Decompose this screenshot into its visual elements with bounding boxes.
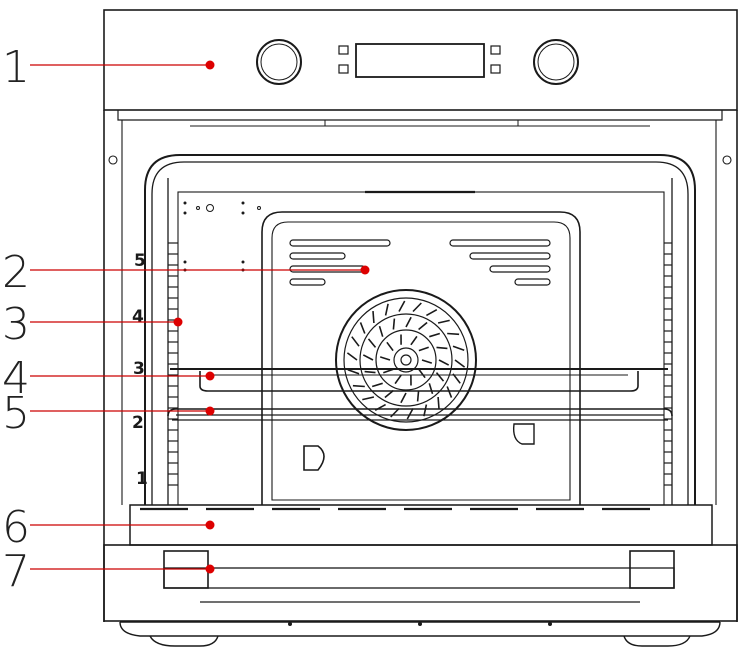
fan-slot (438, 359, 450, 366)
fan-slot (392, 318, 396, 330)
fan-slot (378, 325, 384, 337)
fan-slot (418, 346, 429, 352)
convection-fan (335, 289, 477, 431)
fan-slot (359, 322, 366, 334)
callout-2: 2 (2, 247, 370, 298)
fan-slot (412, 302, 422, 313)
callout-4: 4 (2, 353, 215, 404)
fan-slot (405, 316, 412, 328)
display-button-tr (490, 45, 501, 55)
shelf-level-5: 5 (134, 251, 146, 271)
hinge-left (108, 155, 118, 165)
fan-slot (429, 332, 441, 338)
mounting-holes (196, 204, 261, 212)
fan-slot (418, 321, 428, 331)
fan-slot (394, 374, 402, 385)
fan-slot (347, 368, 360, 375)
fan-slot (352, 384, 365, 388)
vent-slots (289, 239, 551, 286)
oven-outline (103, 9, 738, 647)
fan-slot (435, 372, 445, 382)
fan-slot (372, 311, 375, 324)
callout-5: 5 (2, 388, 215, 439)
fan-slot (367, 338, 377, 348)
display-button-br (490, 64, 501, 74)
callout-7: 7 (2, 546, 215, 597)
handle-end-right (629, 550, 675, 589)
cavity-frame-inner (151, 161, 689, 505)
fan-slot (364, 370, 376, 374)
shelf-level-4: 4 (132, 307, 144, 327)
shelf-level-3: 3 (133, 359, 145, 379)
callout-number-6: 6 (2, 502, 30, 553)
left-control-knob-inner (260, 43, 298, 81)
right-control-knob-inner (537, 43, 575, 81)
shelf-level-2: 2 (132, 413, 144, 433)
display-button-tl (338, 45, 349, 55)
fan-slots (346, 300, 466, 420)
left-control-knob (256, 39, 302, 85)
fan-slot (423, 404, 428, 417)
fan-slot (416, 390, 420, 402)
fan-slot (398, 300, 406, 312)
hinge-right (722, 155, 732, 165)
side-rack-ladders (168, 242, 672, 486)
fan-cover-panel (261, 211, 581, 505)
callout-number-2: 2 (2, 247, 30, 298)
fan-slot (371, 382, 383, 388)
display-button-bl (338, 64, 349, 74)
fan-slot (437, 319, 450, 324)
callout-number-7: 7 (2, 546, 30, 597)
light-housing-right (512, 423, 535, 445)
fan-slot (379, 356, 391, 361)
fan-slot (346, 352, 358, 361)
callout-number-3: 3 (2, 299, 30, 350)
fan-slot (351, 336, 360, 347)
callout-number-1: 1 (2, 42, 30, 93)
panel-underside (117, 110, 723, 121)
fan-slot (446, 386, 453, 398)
callout-6: 6 (2, 502, 215, 553)
door-handle (163, 567, 675, 589)
fan-slot (436, 346, 448, 350)
wire-rack (167, 408, 673, 421)
shelf-level-1: 1 (136, 469, 148, 489)
fan-slot (428, 383, 434, 395)
control-panel (103, 9, 738, 111)
fan-slot (362, 396, 375, 401)
cavity-back-wall (177, 191, 665, 506)
fan-slot (410, 335, 418, 346)
fan-slot (447, 332, 460, 336)
display-window (355, 43, 485, 78)
cavity-frame-outer (144, 154, 696, 505)
fan-slot (426, 308, 438, 317)
callouts: 1 2 3 4 5 6 7 (2, 42, 370, 597)
door-lower-panel (103, 544, 738, 622)
fan-slot (454, 359, 466, 368)
callout-3: 3 (2, 299, 183, 350)
bottom-vent-strip (129, 504, 713, 546)
fan-slot (362, 354, 374, 361)
fan-slot (437, 396, 440, 409)
callout-number-4: 4 (2, 353, 30, 404)
callout-1: 1 (2, 42, 215, 93)
fan-slot (418, 368, 426, 379)
baking-tray (170, 368, 668, 392)
fan-slot (384, 303, 389, 316)
fan-slot (406, 408, 414, 420)
fan-slot (386, 341, 394, 352)
fan-slot (400, 392, 407, 404)
callout-number-5: 5 (2, 388, 30, 439)
light-housing-left (303, 445, 325, 471)
fan-slot (421, 359, 433, 364)
fan-slot (452, 345, 465, 352)
right-control-knob (533, 39, 579, 85)
